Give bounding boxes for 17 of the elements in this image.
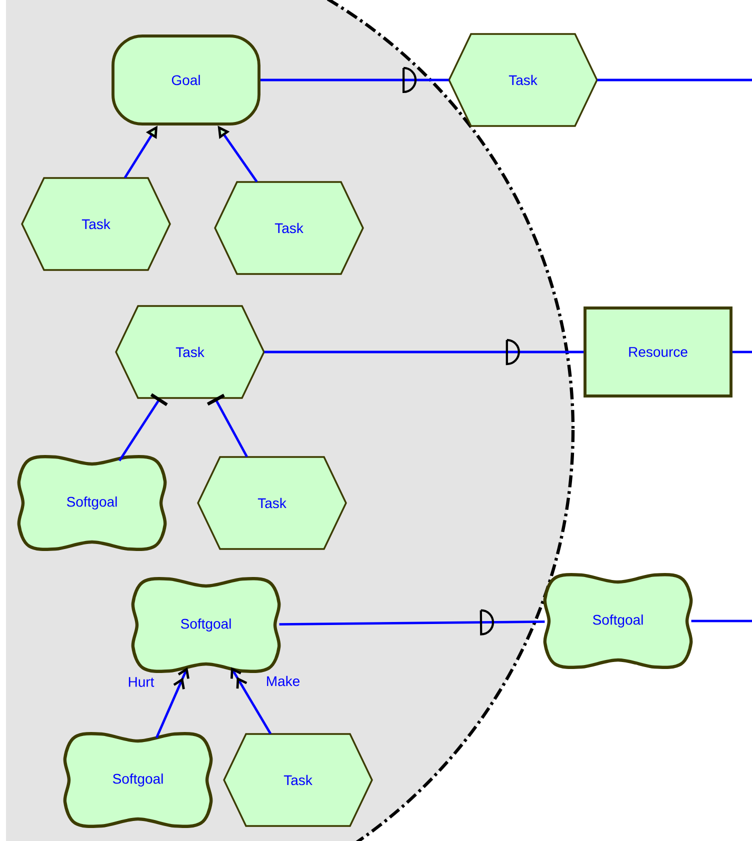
edge-label: Hurt xyxy=(127,676,155,688)
task-hexagon: Task xyxy=(197,456,347,550)
link xyxy=(691,620,752,622)
link xyxy=(732,350,752,354)
resource-box: Resource xyxy=(584,306,732,398)
task-hexagon: Task xyxy=(214,181,364,275)
contribution-link xyxy=(230,667,272,734)
task-hexagon: Task xyxy=(21,177,171,271)
dependency-link xyxy=(279,609,545,636)
contribution-link xyxy=(155,667,190,738)
dependency-link xyxy=(264,338,584,366)
task-hexagon: Task xyxy=(448,33,598,127)
task-hexagon: Task xyxy=(115,305,265,399)
task-hexagon: Task xyxy=(223,733,373,827)
edge-label: Make xyxy=(265,675,301,687)
dependency-link xyxy=(260,66,449,94)
link xyxy=(597,78,752,82)
